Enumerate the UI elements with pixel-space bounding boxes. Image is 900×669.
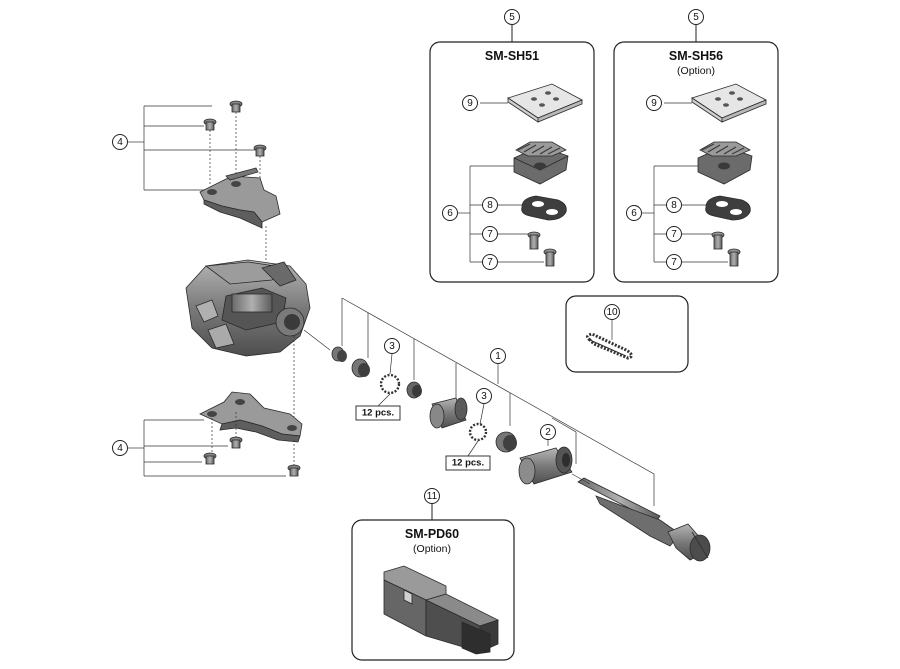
box-subtitle-option: (Option) <box>677 65 715 77</box>
axle-cup-part <box>495 431 517 453</box>
callout-number: 7 <box>671 257 677 268</box>
callout-number: 3 <box>481 391 487 402</box>
axle-bearing-part <box>331 346 347 362</box>
cleat-plate-part-9 <box>691 83 767 123</box>
lock-bushing-part-2 <box>518 446 573 485</box>
spindle-axle-part-1 <box>577 477 711 562</box>
callout-number: 11 <box>427 491 438 502</box>
axle-sleeve-part <box>429 397 468 429</box>
box-frame <box>429 41 595 283</box>
quantity-label: 12 pcs. <box>362 408 394 419</box>
quantity-tag: 12 pcs. <box>445 455 491 471</box>
cleat-bolt-part-7 <box>527 231 541 250</box>
chain-seal-part-10 <box>585 332 633 360</box>
callout-number: 3 <box>389 341 395 352</box>
binding-screw <box>229 436 243 449</box>
callout-number: 5 <box>693 12 699 23</box>
cleat-bolt-part-7 <box>543 248 557 267</box>
binding-plate <box>199 167 281 229</box>
callout-7: 7 <box>666 254 682 270</box>
callout-number: 9 <box>467 98 473 109</box>
axle-stack <box>331 297 711 562</box>
callout-number: 10 <box>606 307 618 318</box>
callout-1: 1 <box>490 348 506 364</box>
ball-bearing-ring-part-3 <box>379 373 401 395</box>
part-box-10 <box>565 295 689 373</box>
upper-binding-assembly <box>128 100 281 229</box>
cleat-box-sm-sh56: SM-SH56 (Option) <box>613 24 779 283</box>
pedal-adapter-part-11 <box>383 565 500 655</box>
quantity-tag: 12 pcs. <box>355 405 401 421</box>
callout-3: 3 <box>384 338 400 354</box>
callout-2: 2 <box>540 424 556 440</box>
callout-3: 3 <box>476 388 492 404</box>
callout-number: 8 <box>487 200 493 211</box>
ball-bearing-ring-part-3 <box>468 422 488 442</box>
cleat-bolt-part-7 <box>711 231 725 250</box>
box-frame <box>565 295 689 373</box>
callout-9: 9 <box>462 95 478 111</box>
adapter-box-sm-pd60: SM-PD60 (Option) <box>351 504 515 661</box>
callout-number: 6 <box>631 208 637 219</box>
box-frame <box>351 519 515 661</box>
callout-number: 1 <box>495 351 501 362</box>
callout-number: 7 <box>487 229 493 240</box>
callout-number: 4 <box>117 443 123 454</box>
callout-10: 10 <box>604 304 620 320</box>
callout-4: 4 <box>112 134 128 150</box>
callout-7: 7 <box>482 254 498 270</box>
pedal-body <box>185 259 311 357</box>
cleat-bolt-part-7 <box>727 248 741 267</box>
callout-7: 7 <box>666 226 682 242</box>
binding-screw <box>253 144 267 157</box>
callout-11: 11 <box>424 488 440 504</box>
callout-6: 6 <box>626 205 642 221</box>
callout-5: 5 <box>504 9 520 25</box>
callout-8: 8 <box>666 197 682 213</box>
axle-cup-part <box>406 381 422 399</box>
box-subtitle-option: (Option) <box>413 543 451 555</box>
box-title-sm-pd60: SM-PD60 <box>405 527 459 541</box>
callout-number: 4 <box>117 137 123 148</box>
callout-number: 2 <box>545 427 551 438</box>
cleat-washer-part-8 <box>521 195 567 221</box>
box-frame <box>613 41 779 283</box>
callout-number: 9 <box>651 98 657 109</box>
binding-screw <box>229 100 243 113</box>
callout-8: 8 <box>482 197 498 213</box>
lower-binding-assembly <box>128 391 303 477</box>
box-title-sm-sh51: SM-SH51 <box>485 49 539 63</box>
callout-4: 4 <box>112 440 128 456</box>
callout-number: 8 <box>671 200 677 211</box>
callout-7: 7 <box>482 226 498 242</box>
box-title-sm-sh56: SM-SH56 <box>669 49 723 63</box>
binding-screw <box>287 464 301 477</box>
quantity-label: 12 pcs. <box>452 458 484 469</box>
callout-6: 6 <box>442 205 458 221</box>
callout-number: 7 <box>671 229 677 240</box>
binding-screw <box>203 452 217 465</box>
cleat-plate-part-9 <box>507 83 583 123</box>
cleat-box-sm-sh51: SM-SH51 <box>429 24 595 283</box>
callout-9: 9 <box>646 95 662 111</box>
callout-number: 6 <box>447 208 453 219</box>
callout-number: 5 <box>509 12 515 23</box>
cleat-washer-part-8 <box>705 195 751 221</box>
binding-plate <box>199 391 303 443</box>
cleat-body <box>697 141 753 185</box>
binding-screw <box>203 118 217 131</box>
callout-number: 7 <box>487 257 493 268</box>
callout-5: 5 <box>688 9 704 25</box>
axle-bearing-part <box>351 358 370 378</box>
cleat-body <box>513 141 569 185</box>
